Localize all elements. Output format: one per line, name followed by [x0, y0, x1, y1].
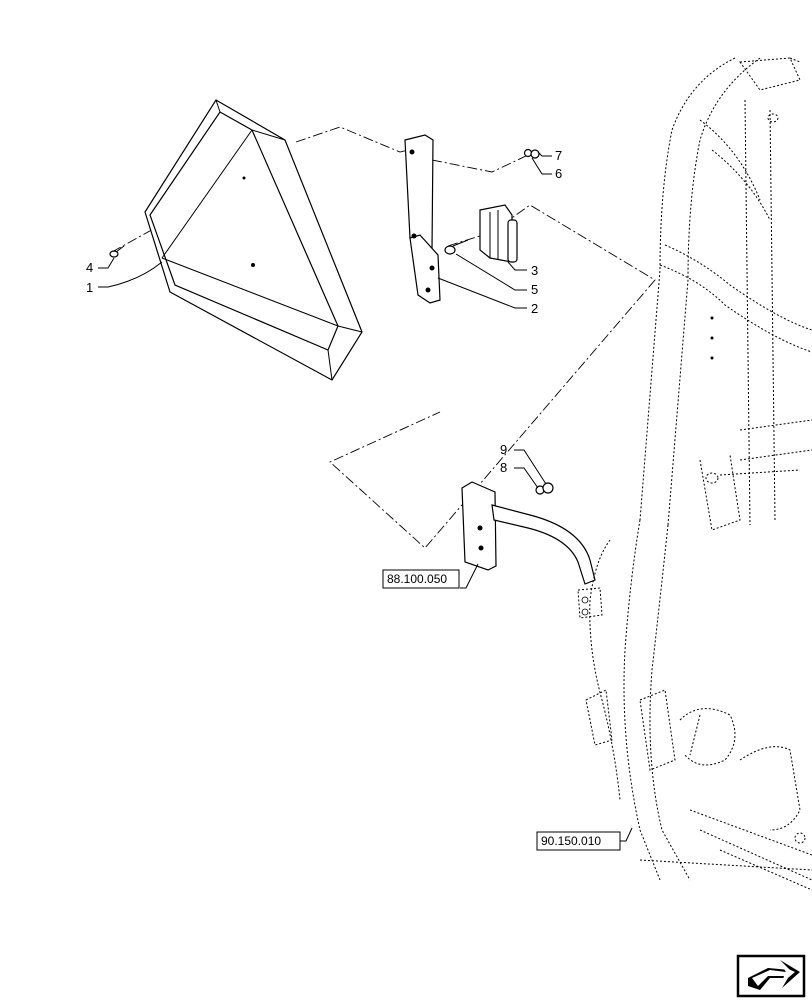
bolt-part-5 — [444, 239, 469, 255]
mounting-plate — [404, 134, 441, 304]
reference-label: 88.100.050 — [387, 572, 447, 586]
tractor-frame — [577, 57, 812, 891]
nut-washer-6-7 — [523, 148, 540, 159]
hinge-clip — [479, 204, 518, 263]
callout-2: 2 — [531, 301, 538, 316]
reference-90-150-010[interactable]: 90.150.010 — [536, 831, 621, 851]
callout-9: 9 — [500, 442, 507, 457]
callout-5: 5 — [531, 282, 538, 297]
callout-1: 1 — [86, 280, 93, 295]
smv-emblem — [144, 99, 363, 381]
leader-lines — [98, 151, 633, 842]
nut-washer-8-9 — [535, 482, 554, 495]
callout-3: 3 — [531, 263, 538, 278]
callout-4: 4 — [86, 260, 93, 275]
reference-88-100-050[interactable]: 88.100.050 — [382, 569, 460, 589]
lower-bracket — [461, 481, 596, 585]
callout-7: 7 — [555, 148, 562, 163]
callout-8: 8 — [500, 460, 507, 475]
next-page-arrow-icon[interactable] — [736, 954, 806, 998]
callout-6: 6 — [555, 166, 562, 181]
screw-part-4 — [109, 245, 125, 258]
reference-label: 90.150.010 — [541, 834, 601, 848]
